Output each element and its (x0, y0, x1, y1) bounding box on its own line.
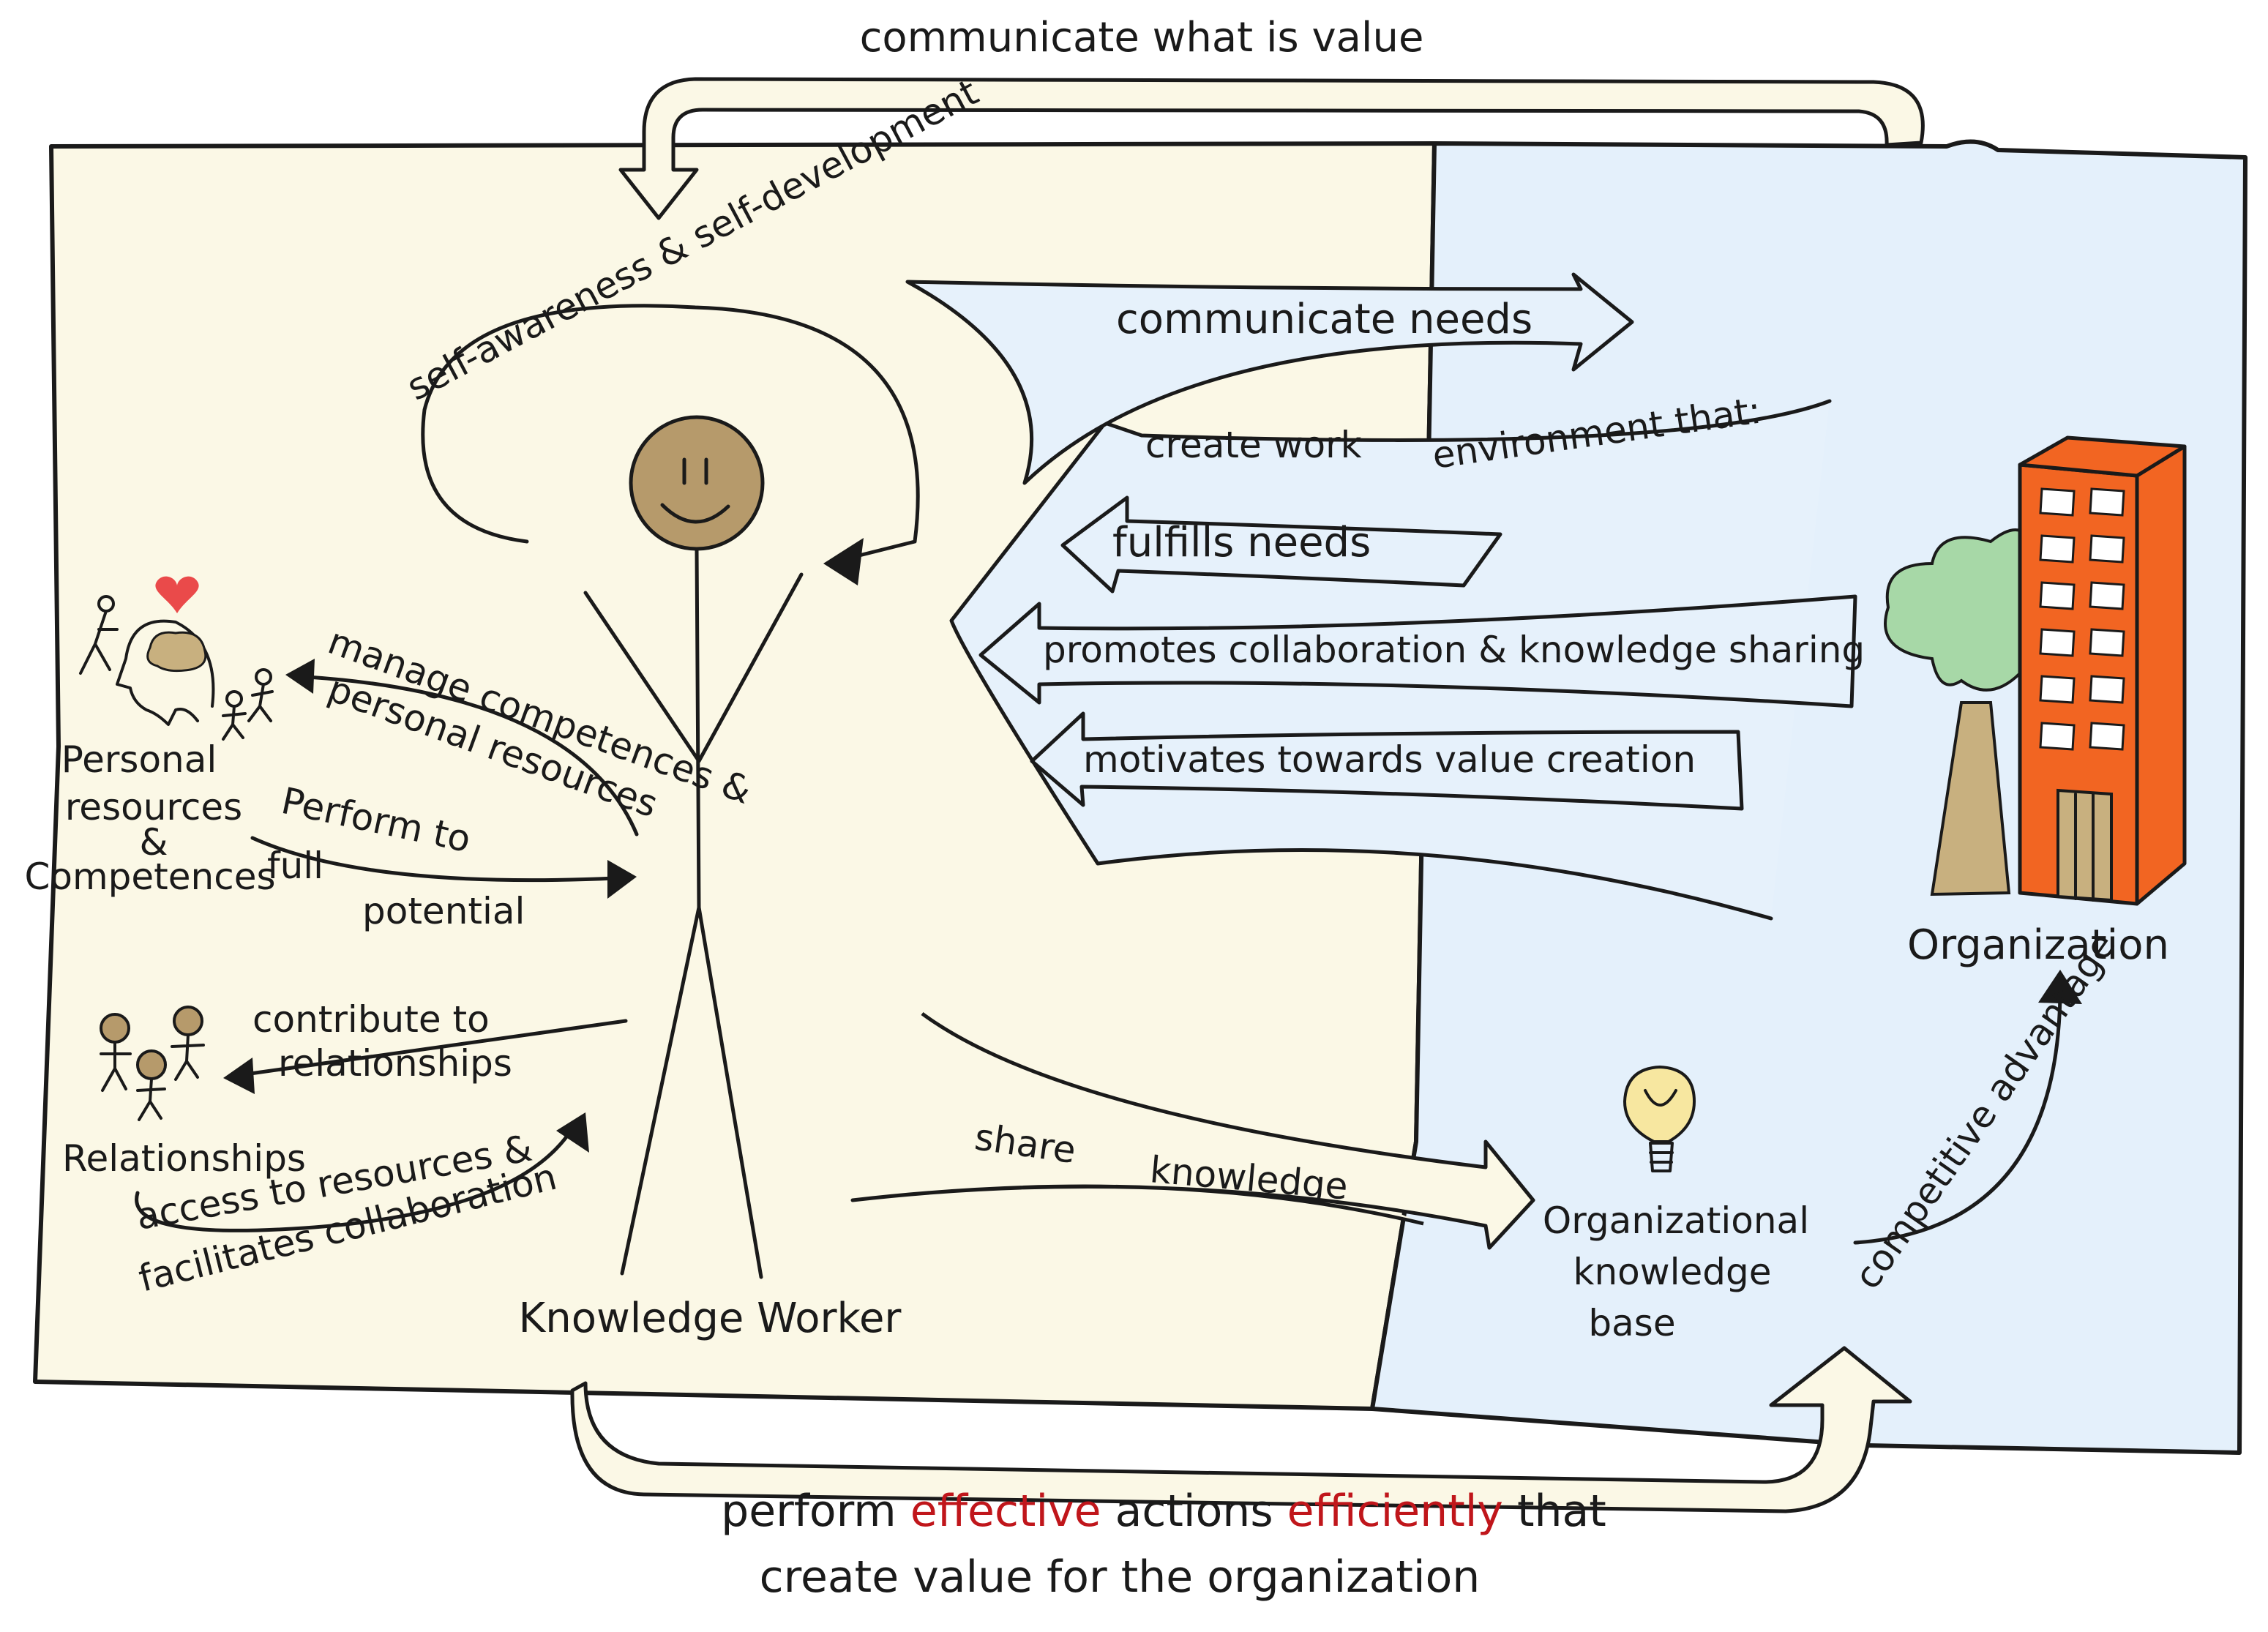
caption-word-actions: actions (1115, 1486, 1273, 1537)
heart-icon (155, 576, 199, 613)
worker-head (629, 415, 765, 551)
building-window (2039, 675, 2076, 704)
personal-node-line4: Competences (24, 856, 275, 898)
communicate-value-arrow (618, 77, 1925, 220)
caption-word-efficiently: efficiently (1287, 1486, 1503, 1537)
building-window (2039, 487, 2076, 517)
relationship-head-2 (173, 1006, 203, 1036)
perform-label-2: full (267, 845, 323, 887)
manage-competences-arrow (305, 675, 639, 836)
caption-word-effective: effective (910, 1486, 1101, 1537)
contribute-label-1: contribute to (252, 998, 490, 1041)
knowledge-base-line3: base (1588, 1302, 1675, 1344)
relationship-head-1 (100, 1013, 130, 1044)
perform-label-3: potential (362, 890, 525, 932)
share-knowledge-arrow (850, 1011, 1535, 1250)
self-development-loop (421, 304, 920, 558)
create-env-label-a: create work (1145, 424, 1362, 466)
contribute-arrowhead (223, 1058, 255, 1094)
building-window (2089, 628, 2125, 657)
lightbulb-base (1644, 1089, 1677, 1172)
motivates-arrow (1030, 711, 1744, 811)
worker-smile (660, 503, 730, 524)
building-door-lines (2074, 793, 2095, 902)
small-person-icon (79, 595, 119, 675)
knowledge-base-line1: Organizational (1543, 1199, 1809, 1242)
knowledge-base-line2: knowledge (1573, 1251, 1771, 1293)
competitive-arrowhead (2038, 970, 2082, 1004)
personal-node-line2: resources (65, 786, 242, 828)
brain-icon (146, 631, 207, 673)
worker-body (583, 547, 804, 1279)
self-development-arrowhead (823, 538, 864, 585)
building-window (2089, 675, 2125, 704)
access-resources-arrow (135, 1128, 573, 1232)
create-value-arrow (570, 1346, 1912, 1513)
building-window (2089, 581, 2125, 610)
building-window (2039, 628, 2076, 657)
building-side (2135, 444, 2187, 906)
building-window (2039, 722, 2076, 751)
relationship-bodies (100, 1033, 205, 1121)
bottom-caption-line1: perform effective actions efficiently th… (721, 1486, 1606, 1537)
communicate-needs-label: communicate needs (1116, 296, 1532, 343)
organization-label: Organization (1907, 921, 2169, 969)
competitive-advantage-arrow (1853, 993, 2062, 1245)
building-window (2089, 722, 2125, 751)
relationship-head-3 (136, 1049, 167, 1080)
perform-potential-arrow (250, 836, 617, 883)
small-people-icon (222, 668, 274, 741)
caption-word-perform: perform (721, 1486, 897, 1537)
fulfills-needs-arrow (1060, 495, 1502, 594)
fulfills-label: fulfills needs (1112, 519, 1371, 566)
building-roof (2018, 435, 2187, 478)
communicate-needs-arrow (905, 272, 1634, 485)
communicate-value-label: communicate what is value (860, 14, 1424, 61)
building-window (2039, 534, 2076, 564)
building-window (2089, 487, 2125, 517)
building-windows (2039, 487, 2125, 751)
worker-eyes (682, 457, 708, 485)
promotes-collaboration-arrow (978, 594, 1857, 708)
personal-node-line3: & (140, 821, 168, 864)
personal-node-line1: Personal (61, 738, 217, 781)
contribute-label-2: relationships (278, 1042, 512, 1085)
contribute-arrow (243, 1019, 628, 1077)
worker-label: Knowledge Worker (519, 1295, 902, 1342)
building-window (2089, 534, 2125, 564)
manage-arrowhead (285, 659, 315, 694)
motivates-label: motivates towards value creation (1083, 738, 1696, 781)
building-window (2039, 581, 2076, 610)
building-door (2056, 788, 2113, 902)
tree-trunk (1930, 701, 2011, 897)
perform-arrowhead (607, 860, 637, 899)
promotes-label: promotes collaboration & knowledge shari… (1043, 629, 1865, 671)
caption-word-that: that (1517, 1486, 1606, 1537)
access-arrowhead (556, 1112, 589, 1153)
relationships-node: Relationships (62, 1137, 306, 1180)
bottom-caption-line2: create value for the organization (760, 1551, 1481, 1603)
